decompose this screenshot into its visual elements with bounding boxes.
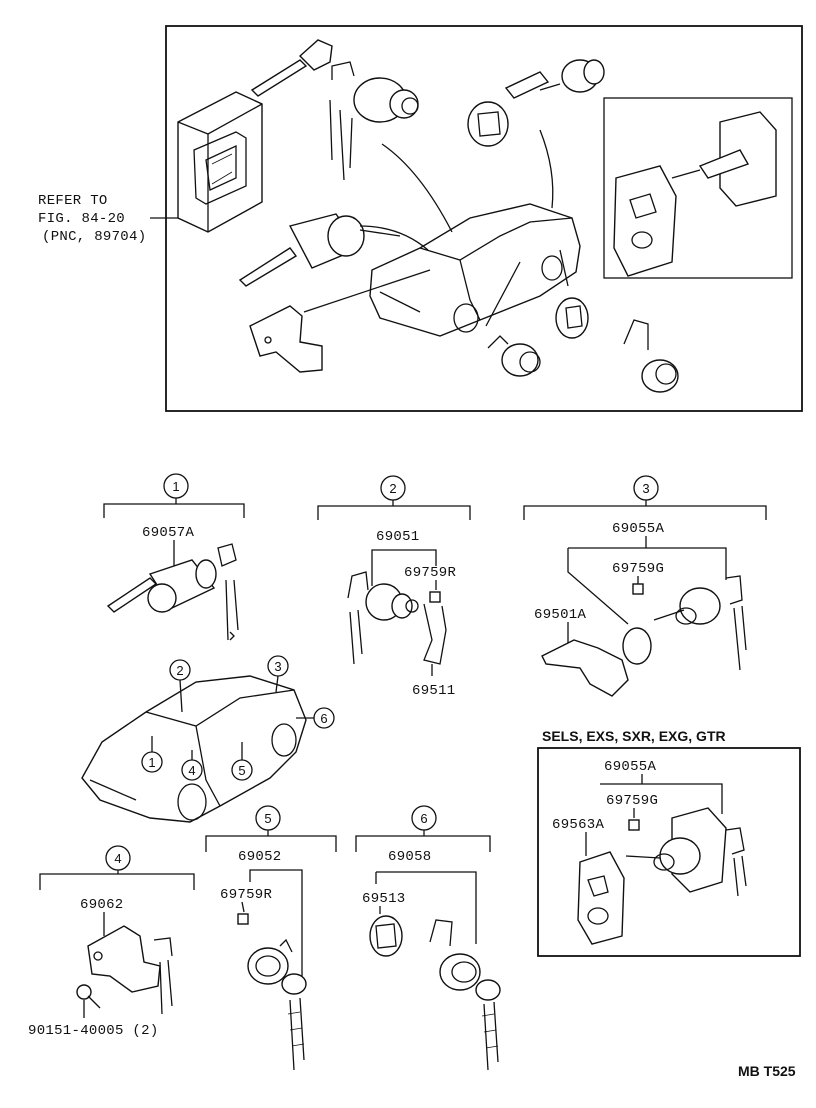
part-69055a-g3: 69055A [612, 521, 665, 537]
car-callout-4: 4 [188, 763, 195, 778]
part-69759g-variant: 69759G [606, 793, 658, 809]
trunk-lock-icon-variant [625, 807, 747, 897]
part-69511: 69511 [412, 683, 456, 699]
part-90151-40005: 90151-40005 (2) [28, 1023, 159, 1039]
group-4: 4 69062 90151-40005 (2) [28, 845, 195, 1039]
car-callout-3: 3 [274, 659, 281, 674]
part-69052: 69052 [238, 849, 282, 865]
car-callout-2: 2 [176, 663, 183, 678]
group-6-number: 6 [420, 811, 427, 826]
car-callout-6: 6 [320, 711, 327, 726]
inset-cover-icon [613, 111, 777, 277]
part-69759r-g5: 69759R [220, 887, 273, 903]
lower-cylinder-icon [487, 297, 679, 393]
door-lock-cylinder-icon [329, 61, 419, 181]
trunk-lock-icon-g3 [622, 575, 747, 671]
part-69062: 69062 [80, 897, 124, 913]
variant-title: SELS, EXS, SXR, EXG, GTR [542, 728, 726, 744]
part-69759r-g2: 69759R [404, 565, 457, 581]
part-69563a: 69563A [552, 817, 605, 833]
washer-icon [467, 101, 509, 147]
group-1-number: 1 [172, 479, 179, 494]
part-69759g-g3: 69759G [612, 561, 664, 577]
refer-line-2: FIG. 84-20 [38, 211, 125, 227]
ecu-module-icon [177, 91, 263, 233]
part-69055a-variant: 69055A [604, 759, 657, 775]
top-overview-panel: REFER TO FIG. 84-20 (PNC, 89704) [38, 25, 803, 412]
refer-line-1: REFER TO [38, 193, 108, 209]
group-5-number: 5 [264, 811, 271, 826]
ignition-cylinder-icon [238, 213, 401, 287]
part-69051: 69051 [376, 529, 420, 545]
key-icon [250, 39, 333, 97]
group-1: 1 69057A [103, 473, 245, 641]
ignition-lock-icon [106, 543, 239, 641]
part-69501a: 69501A [534, 607, 587, 623]
trunk-lock-cylinder-icon [504, 59, 605, 99]
trunk-lock-icon-g6 [369, 915, 501, 1071]
part-69513: 69513 [362, 891, 406, 907]
group-2: 2 69051 69759R 69511 [317, 475, 471, 699]
group-3-number: 3 [642, 481, 649, 496]
part-69058: 69058 [388, 849, 432, 865]
door-lock-icon-g2 [347, 571, 447, 665]
car-callout-1: 1 [148, 755, 155, 770]
hood-lock-icon-g4 [87, 925, 173, 1015]
group-3: 3 69055A 69759G 69501A [523, 475, 767, 697]
variant-box: SELS, EXS, SXR, EXG, GTR 69055A 69759G 6… [537, 728, 801, 957]
car-callout-5: 5 [238, 763, 245, 778]
car-silhouette-icon [369, 203, 581, 337]
group-6: 6 69058 69513 [355, 805, 501, 1071]
screw-icon [76, 984, 101, 1009]
footer-code: MB T525 [738, 1063, 796, 1079]
hood-lock-icon [249, 305, 323, 373]
refer-line-3: (PNC, 89704) [42, 229, 146, 245]
cover-plate-icon [577, 851, 625, 945]
group-2-number: 2 [389, 481, 396, 496]
reference-car: 1 2 3 4 5 6 [81, 655, 335, 823]
door-lock-icon-g5 [247, 938, 307, 1071]
group-4-number: 4 [114, 851, 121, 866]
part-69057a: 69057A [142, 525, 195, 541]
group-5: 5 69052 69759R [205, 805, 337, 1071]
